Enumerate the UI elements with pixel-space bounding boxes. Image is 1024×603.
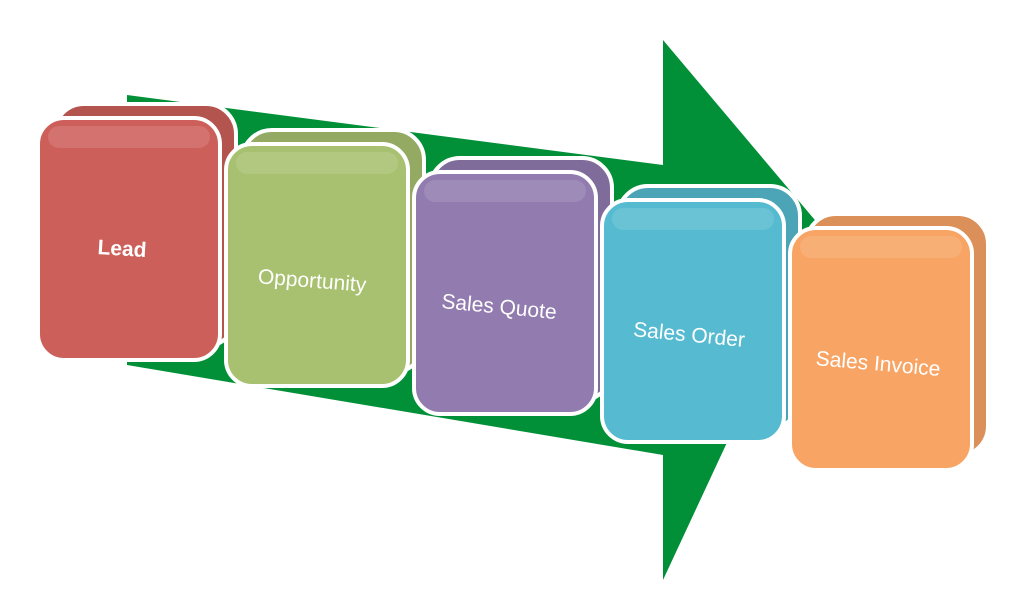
stage-box-front — [36, 116, 222, 362]
stage-box-front — [224, 142, 410, 388]
stage-sales-order: Sales Order — [600, 184, 802, 444]
stage-opportunity: Opportunity — [224, 128, 426, 388]
stage-box-front — [412, 170, 598, 416]
stage-lead: Lead — [36, 102, 238, 362]
stage-box-highlight — [424, 180, 586, 202]
stage-box-highlight — [800, 236, 962, 258]
stage-box-highlight — [48, 126, 210, 148]
stage-sales-quote: Sales Quote — [412, 156, 614, 416]
stage-box-highlight — [236, 152, 398, 174]
stage-sales-invoice: Sales Invoice — [788, 212, 990, 472]
stage-box-front — [600, 198, 786, 444]
stage-label-lead: Lead — [97, 236, 147, 262]
stage-box-highlight — [612, 208, 774, 230]
stage-box-front — [788, 226, 974, 472]
